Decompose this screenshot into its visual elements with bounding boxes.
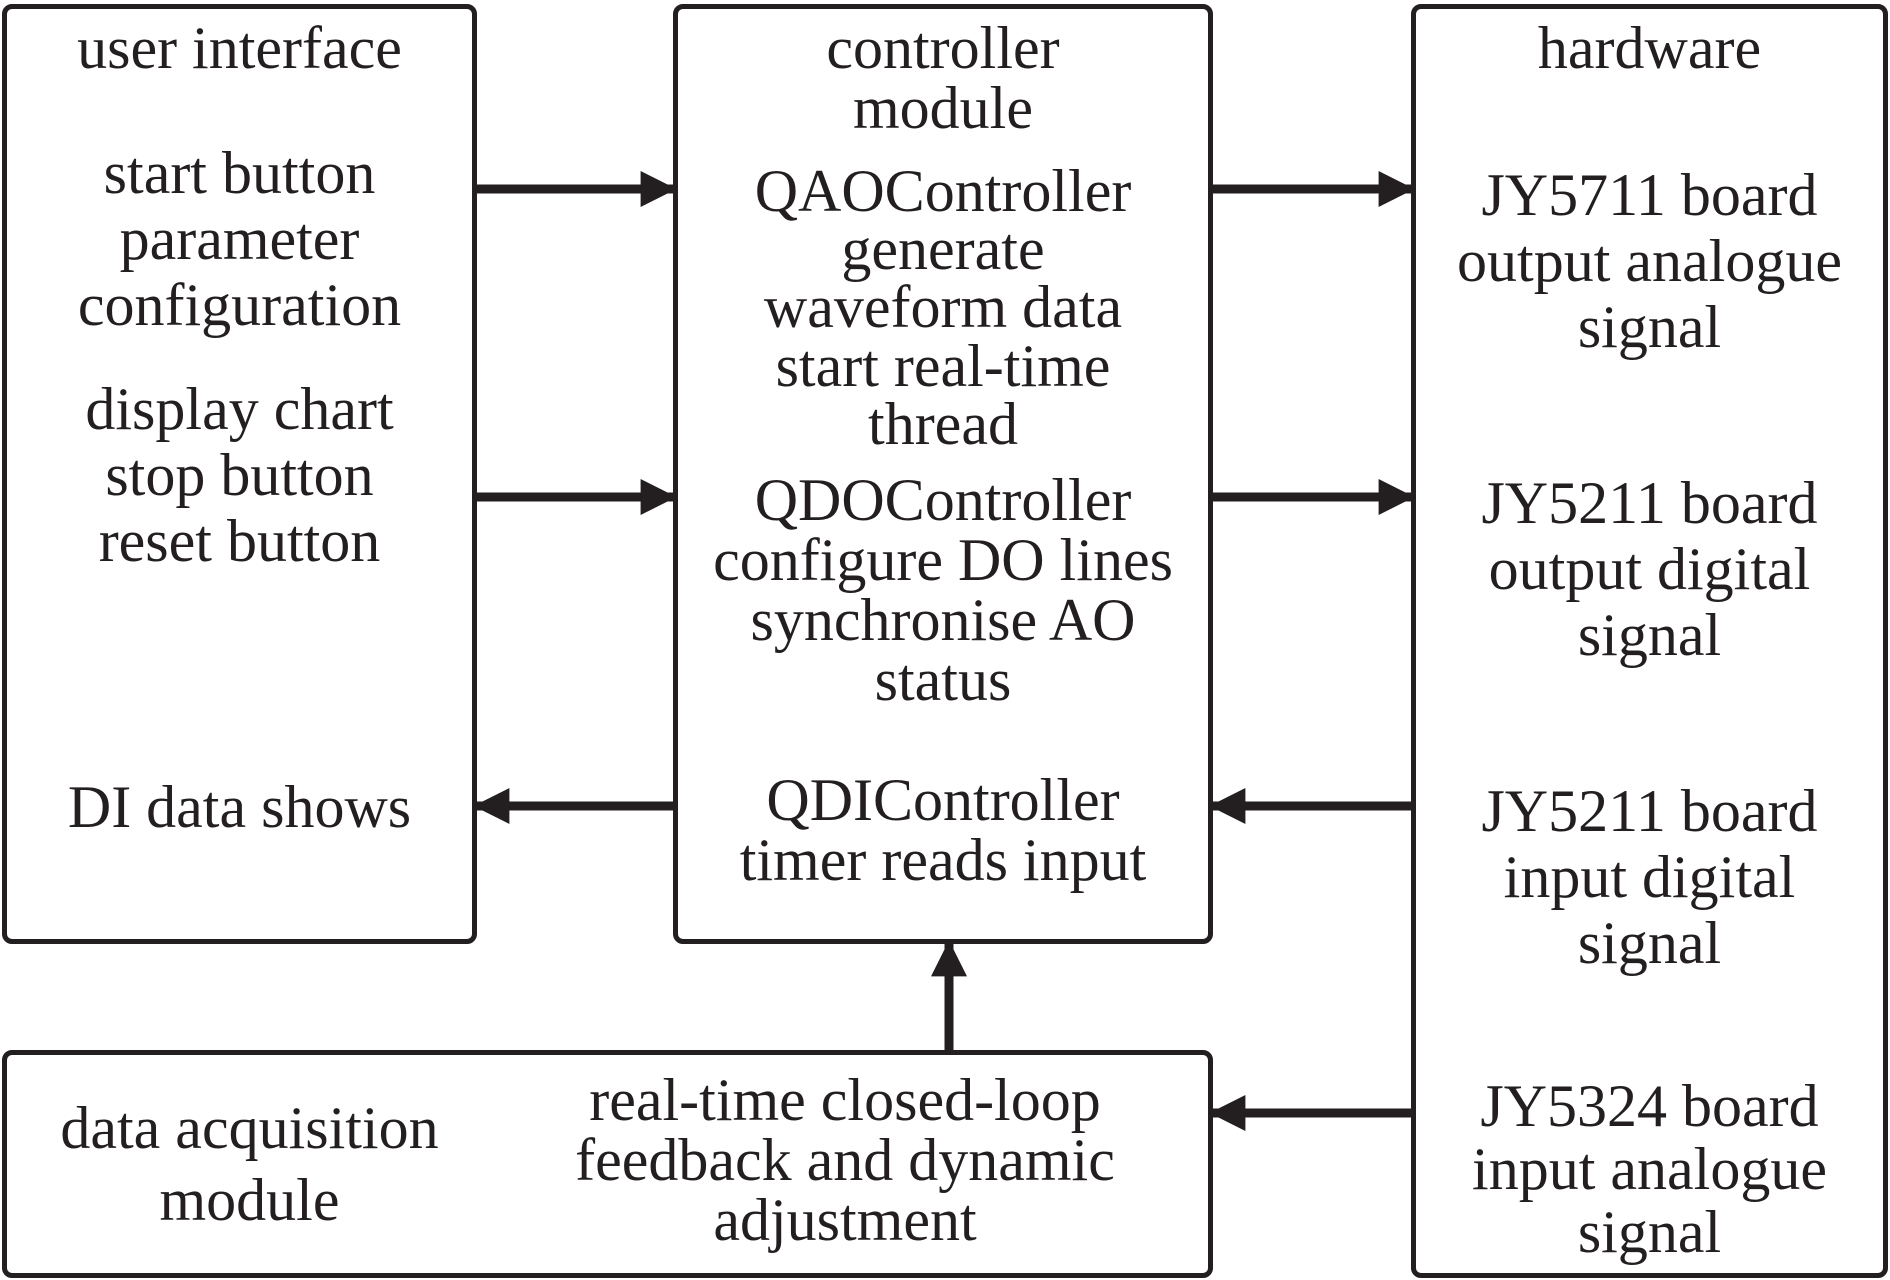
- qao-controller-block: QAOController generate waveform data sta…: [754, 158, 1132, 457]
- qdi-controller-block: QDIController timer reads input: [739, 767, 1147, 893]
- hardware-box: [1411, 4, 1888, 1278]
- user-interface-title: user interface: [77, 15, 402, 81]
- data-acquisition-box: [2, 1050, 1213, 1278]
- jy5211-input-board-block: JY5211 board input digital signal: [1481, 778, 1818, 976]
- stop-button-label: stop button: [105, 442, 374, 508]
- qdo-controller-block: QDOController configure DO lines synchro…: [713, 467, 1173, 713]
- jy5324-board-block: JY5324 board input analogue signal: [1472, 1073, 1827, 1265]
- parameter-label: parameter: [119, 206, 360, 272]
- data-acquisition-title: data acquisition module: [60, 1095, 439, 1233]
- display-chart-label: display chart: [85, 376, 394, 442]
- user-interface-controls: start button parameter configuration: [2, 140, 477, 338]
- hardware-title: hardware: [1537, 15, 1762, 81]
- jy5211-output-board-block: JY5211 board output digital signal: [1481, 470, 1818, 668]
- di-data-shows-label: DI data shows: [67, 774, 412, 840]
- user-interface-controls-2: display chart stop button reset button: [2, 376, 477, 574]
- reset-button-label: reset button: [98, 508, 381, 574]
- controller-module-title: controller module: [826, 15, 1060, 141]
- feedback-adjustment-text: real-time closed-loop feedback and dynam…: [575, 1067, 1115, 1253]
- controller-module-box: [673, 4, 1213, 944]
- jy5711-board-block: JY5711 board output analogue signal: [1457, 162, 1842, 360]
- user-interface-box: [2, 4, 477, 944]
- configuration-label: configuration: [77, 272, 402, 338]
- start-button-label: start button: [103, 140, 376, 206]
